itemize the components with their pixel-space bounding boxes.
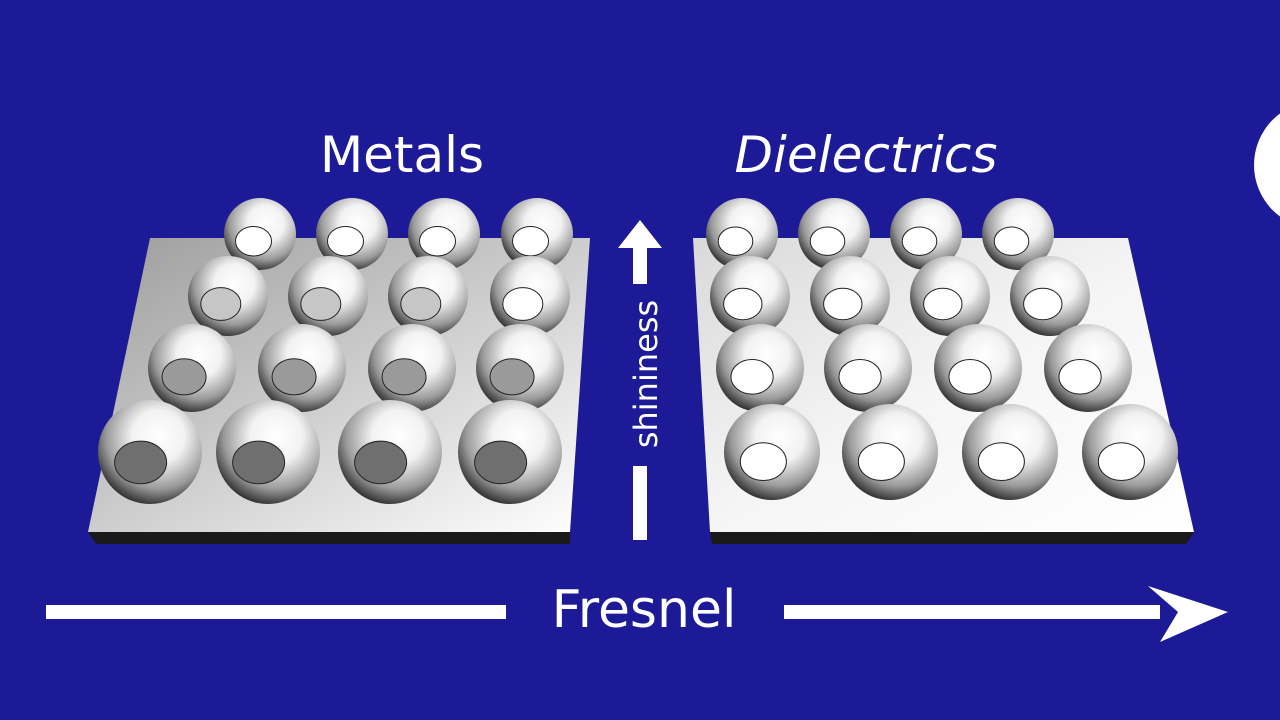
dielectric-sphere-r2-c2	[810, 256, 890, 336]
sphere-reflection	[381, 358, 427, 396]
sphere-reflection	[1097, 442, 1145, 481]
metal-sphere-r4-c2	[216, 400, 320, 504]
sphere-reflection	[730, 358, 774, 395]
dielectric-sphere-r3-c1	[716, 324, 804, 412]
sphere-reflection	[1023, 287, 1063, 321]
sphere-reflection	[354, 440, 408, 485]
sphere-reflection	[993, 226, 1030, 256]
metal-sphere-r2-c3	[388, 256, 468, 336]
sphere-reflection	[235, 225, 273, 257]
fresnel-arrow-shaft-right	[784, 605, 1160, 619]
metal-sphere-r4-c3	[338, 400, 442, 504]
sphere-reflection	[161, 358, 207, 396]
sphere-reflection	[419, 225, 457, 257]
dielectric-sphere-r3-c4	[1044, 324, 1132, 412]
dielectric-sphere-r1-c2	[798, 198, 870, 270]
sphere-reflection	[823, 287, 863, 321]
sphere-reflection	[300, 287, 342, 321]
metal-sphere-r3-c2	[258, 324, 346, 412]
metal-sphere-r2-c1	[188, 256, 268, 336]
sphere-reflection	[114, 440, 168, 485]
dielectrics-plate-edge	[710, 532, 1194, 544]
dielectric-sphere-r4-c4	[1082, 404, 1178, 500]
metals-sphere-grid	[98, 198, 573, 504]
sphere-reflection	[200, 287, 242, 321]
shininess-arrow-shaft-top	[633, 246, 647, 284]
metal-sphere-r2-c2	[288, 256, 368, 336]
metal-sphere-r4-c1	[98, 400, 202, 504]
sphere-reflection	[838, 358, 882, 395]
dielectrics-sphere-grid	[706, 198, 1178, 500]
sphere-reflection	[474, 440, 528, 485]
sphere-reflection	[232, 440, 286, 485]
metal-sphere-r2-c4	[490, 256, 570, 336]
sphere-reflection	[271, 358, 317, 396]
dielectric-sphere-r2-c1	[710, 256, 790, 336]
dielectrics-title: Dielectrics	[735, 126, 998, 184]
sphere-reflection	[739, 442, 787, 481]
sphere-reflection	[901, 226, 938, 256]
metal-sphere-r4-c4	[458, 400, 562, 504]
metal-sphere-r3-c3	[368, 324, 456, 412]
metals-title: Metals	[320, 126, 484, 184]
sphere-reflection	[1058, 358, 1102, 395]
sphere-reflection	[502, 287, 544, 321]
dielectric-sphere-r3-c2	[824, 324, 912, 412]
shininess-arrow: shininess	[618, 220, 665, 540]
dielectric-sphere-r4-c1	[724, 404, 820, 500]
fresnel-label: Fresnel	[552, 580, 737, 640]
sphere-reflection	[809, 226, 846, 256]
fresnel-arrow: Fresnel	[46, 580, 1228, 642]
metal-sphere-r1-c3	[408, 198, 480, 270]
metal-sphere-r1-c1	[224, 198, 296, 270]
sphere-reflection	[512, 225, 550, 257]
fresnel-arrow-shaft-left	[46, 605, 506, 619]
dielectric-sphere-r4-c2	[842, 404, 938, 500]
metal-sphere-r3-c1	[148, 324, 236, 412]
dielectric-sphere-r1-c4	[982, 198, 1054, 270]
metals-plate-edge	[88, 532, 570, 544]
shininess-label: shininess	[627, 300, 665, 448]
sphere-reflection	[717, 226, 754, 256]
shininess-arrow-shaft-bottom	[633, 466, 647, 540]
sphere-reflection	[948, 358, 992, 395]
fresnel-arrow-head	[1148, 586, 1228, 642]
dielectric-sphere-r1-c3	[890, 198, 962, 270]
sphere-reflection	[923, 287, 963, 321]
metal-sphere-r1-c4	[501, 198, 573, 270]
sphere-reflection	[327, 225, 365, 257]
metal-sphere-r3-c4	[476, 324, 564, 412]
dielectric-sphere-r3-c3	[934, 324, 1022, 412]
sphere-reflection	[723, 287, 763, 321]
metal-sphere-r1-c2	[316, 198, 388, 270]
sphere-reflection	[977, 442, 1025, 481]
dielectric-sphere-r2-c3	[910, 256, 990, 336]
sphere-reflection	[489, 358, 535, 396]
shininess-arrow-head	[618, 220, 662, 248]
edge-circle	[1254, 113, 1280, 217]
dielectric-sphere-r4-c3	[962, 404, 1058, 500]
dielectric-sphere-r2-c4	[1010, 256, 1090, 336]
sphere-reflection	[400, 287, 442, 321]
sphere-reflection	[857, 442, 905, 481]
dielectric-sphere-r1-c1	[706, 198, 778, 270]
